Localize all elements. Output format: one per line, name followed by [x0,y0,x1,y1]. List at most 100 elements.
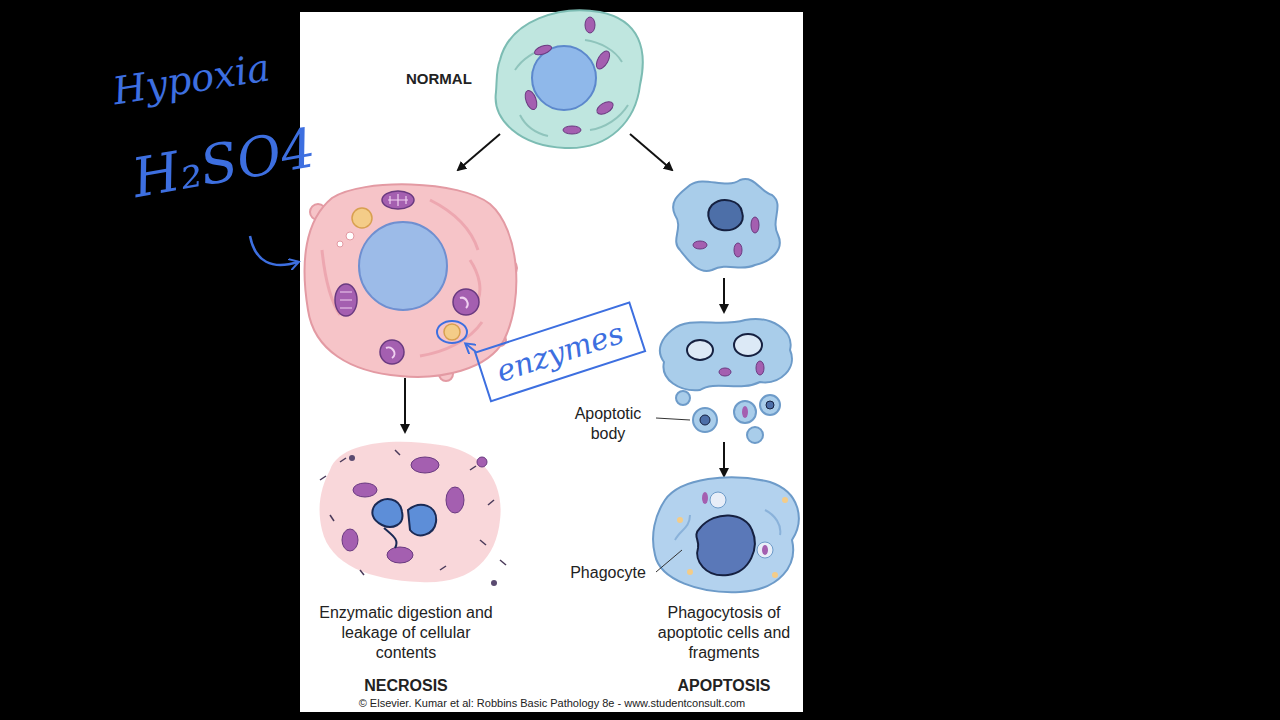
process-arrows [723,278,725,312]
swollen-cell [380,340,404,364]
shrunken-cell [673,179,780,271]
necrotic-debris [408,505,436,535]
swollen-cell [386,347,394,358]
process-arrows [630,134,672,170]
necrotic-debris [387,547,413,563]
necrotic-debris [488,500,494,505]
normal-cell [594,49,613,71]
phagocyte [653,477,799,592]
phagocyte [677,517,683,523]
normal-cell [496,10,643,148]
necrotic-debris [477,457,487,467]
necrotic-debris [320,442,506,586]
phagocyte [757,542,773,558]
necrotic-debris [440,566,446,570]
normal-cell [533,43,553,57]
stage-title: NECROSIS [316,676,496,696]
handwritten-note: Hypoxia [110,47,273,113]
process-arrows [723,442,725,476]
stage-label: NORMAL [406,70,472,89]
phagocyte [710,492,726,508]
apoptotic-bodies [656,319,792,443]
swollen-cell [460,298,468,308]
process-arrows [404,378,406,432]
necrotic-debris [320,442,501,583]
swollen-cell [340,292,352,308]
necrotic-debris [360,570,364,575]
handwritten-annotation [250,236,476,352]
necrotic-debris [500,560,506,565]
swollen-cell [322,200,482,356]
necrotic-debris [480,540,486,545]
apoptotic-bodies [687,340,713,360]
normal-cell [563,126,581,134]
apoptotic-bodies [747,427,763,443]
phagocyte [772,572,778,578]
apoptotic-bodies [760,395,780,415]
apoptotic-bodies [766,401,774,409]
process-arrows [458,134,500,170]
swollen-cell [444,324,460,340]
swollen-cell [359,222,447,310]
phagocyte [762,545,768,555]
apoptotic-bodies [734,401,756,423]
part-label: Phagocyte [562,563,654,583]
apoptotic-bodies [700,415,710,425]
necrotic-debris [411,457,439,473]
swollen-cell [305,184,517,376]
stage-caption: Phagocytosis of apoptotic cells and frag… [634,603,814,663]
swollen-cell [346,232,354,240]
shrunken-cell [734,243,742,257]
copyright-note: © Elsevier. Kumar et al: Robbins Basic P… [302,697,802,711]
shrunken-cell [751,217,759,233]
swollen-cell [352,208,372,228]
necrotic-debris [320,476,326,480]
apoptotic-bodies [756,361,764,375]
necrotic-debris [320,450,506,575]
swollen-cell [453,289,479,315]
swollen-cell [305,184,517,381]
normal-cell [532,46,596,110]
necrotic-debris [342,529,358,551]
swollen-cell [388,194,408,206]
normal-cell [496,10,643,148]
swollen-cell [337,241,343,247]
process-arrows [405,134,724,476]
handwritten-annotation [437,321,467,343]
handwritten-note: H₂SO4 [128,118,320,209]
necrotic-debris [353,483,377,497]
phagocyte [675,510,780,540]
normal-cell [595,99,616,117]
phagocyte [653,477,799,592]
stage-caption: Enzymatic digestion and leakage of cellu… [316,603,496,663]
phagocyte [702,492,708,504]
phagocyte [687,569,693,575]
swollen-cell [335,284,357,316]
necrotic-debris [491,580,497,586]
swollen-cell [382,191,414,209]
phagocyte [782,497,788,503]
necrotic-debris [372,499,402,527]
leader-line [656,418,690,420]
apoptotic-bodies [742,406,748,418]
necrotic-debris [330,515,334,521]
necrotic-debris [446,487,464,513]
necrotic-debris [349,455,355,461]
apoptotic-bodies [734,334,762,356]
shrunken-cell [673,179,780,271]
stage-title: APOPTOSIS [634,676,814,696]
normal-cell [523,89,539,111]
apoptotic-bodies [693,408,717,432]
handwritten-annotation [250,236,298,265]
shrunken-cell [708,200,742,230]
normal-cell [585,17,595,33]
necrotic-debris [340,458,346,462]
necrotic-debris [384,528,397,548]
phagocyte [696,515,754,575]
normal-cell [515,40,628,136]
apoptotic-bodies [660,319,792,390]
necrotic-debris [395,450,400,455]
necrotic-debris [470,466,476,470]
